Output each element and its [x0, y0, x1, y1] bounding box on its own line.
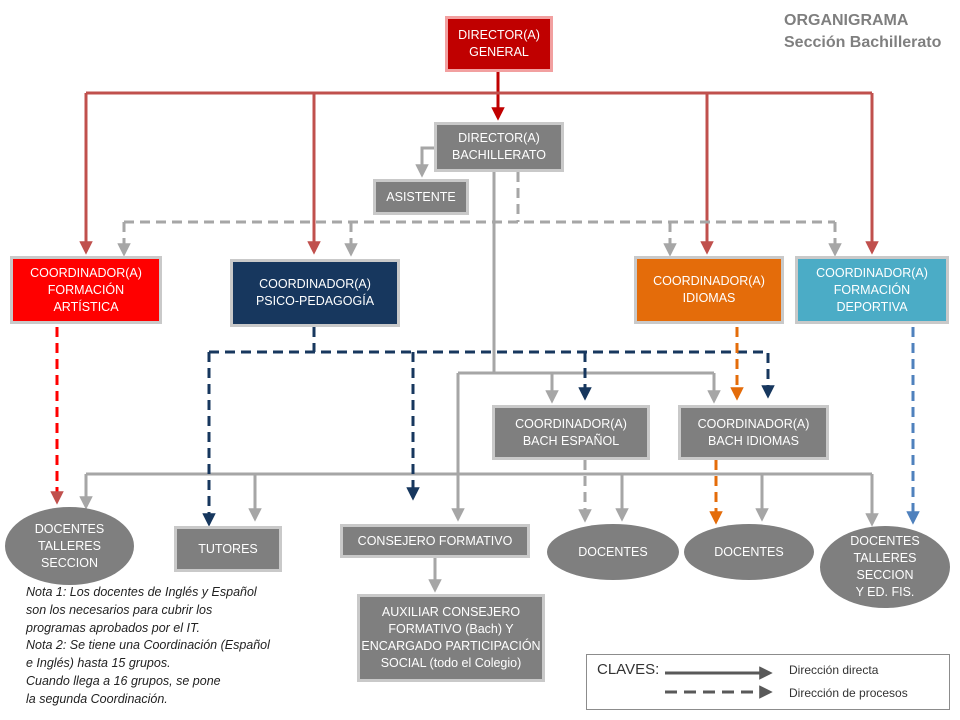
chart-title: ORGANIGRAMA Sección Bachillerato — [784, 10, 941, 54]
node-director-general: DIRECTOR(A) GENERAL — [445, 16, 553, 72]
legend-box: CLAVES: Dirección directa Dirección de p… — [586, 654, 950, 710]
node-coord-idiomas: COORDINADOR(A) IDIOMAS — [634, 256, 784, 324]
node-coord-bach-espanol: COORDINADOR(A) BACH ESPAÑOL — [492, 405, 650, 460]
node-consejero-formativo: CONSEJERO FORMATIVO — [340, 524, 530, 558]
node-coord-bach-idiomas: COORDINADOR(A) BACH IDIOMAS — [678, 405, 829, 460]
note-line: Cuando llega a 16 grupos, se pone — [26, 673, 221, 688]
node-docentes-idiomas: DOCENTES — [684, 524, 814, 580]
legend-process-label: Dirección de procesos — [789, 686, 908, 700]
node-coord-formacion-deportiva: COORDINADOR(A) FORMACIÓN DEPORTIVA — [795, 256, 949, 324]
notes-block: Nota 1: Los docentes de Inglés y Español… — [26, 584, 326, 709]
note-line: Nota 1: Los docentes de Inglés y Español — [26, 585, 257, 599]
node-tutores: TUTORES — [174, 526, 282, 572]
node-asistente: ASISTENTE — [373, 179, 469, 215]
node-coord-psico-pedagogia: COORDINADOR(A) PSICO-PEDAGOGÍA — [230, 259, 400, 327]
node-docentes-talleres-ed-fis: DOCENTES TALLERES SECCION Y ED. FIS. — [820, 526, 950, 608]
node-director-bachillerato: DIRECTOR(A) BACHILLERATO — [434, 122, 564, 172]
note-line: son los necesarios para cubrir los — [26, 602, 213, 617]
node-docentes-espanol: DOCENTES — [547, 524, 679, 580]
node-auxiliar-consejero: AUXILIAR CONSEJERO FORMATIVO (Bach) Y EN… — [357, 594, 545, 682]
title-line-2: Sección Bachillerato — [784, 34, 942, 51]
note-line: Nota 2: Se tiene una Coordinación (Españ… — [26, 638, 270, 653]
legend-label: CLAVES: — [597, 661, 660, 678]
note-line: la segunda Coordinación. — [26, 691, 168, 706]
node-coord-formacion-artistica: COORDINADOR(A) FORMACIÓN ARTÍSTICA — [10, 256, 162, 324]
node-docentes-talleres-seccion: DOCENTES TALLERES SECCION — [5, 507, 134, 585]
note-line: e Inglés) hasta 15 grupos. — [26, 656, 171, 671]
title-line-1: ORGANIGRAMA — [784, 12, 909, 29]
note-line: programas aprobados por el IT. — [26, 620, 200, 635]
legend-direct-label: Dirección directa — [789, 663, 879, 677]
